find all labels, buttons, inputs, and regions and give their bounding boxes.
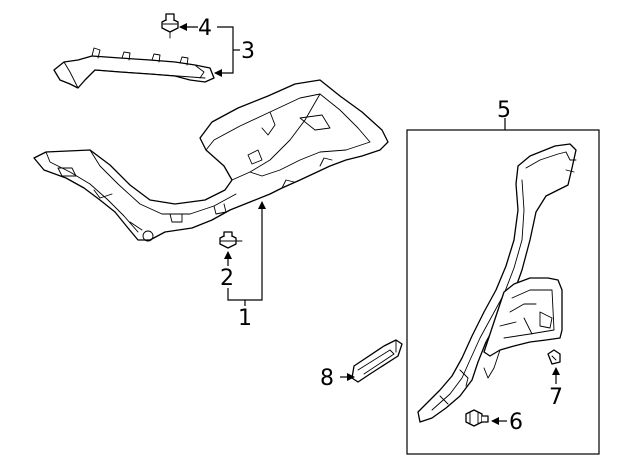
callout-6: 6 bbox=[509, 410, 523, 435]
part-6-clip-icon bbox=[465, 409, 489, 427]
part-1-quarter-trim-panel bbox=[33, 79, 389, 242]
callout-5: 5 bbox=[497, 98, 511, 123]
callout-2: 2 bbox=[220, 266, 234, 291]
callout-3: 3 bbox=[241, 39, 255, 64]
leader-lines bbox=[179, 23, 560, 425]
part-8-trim-piece bbox=[351, 339, 403, 383]
part-3-upper-trim-strip bbox=[53, 47, 215, 89]
part-7-clip-icon bbox=[547, 349, 561, 365]
callout-7: 7 bbox=[549, 385, 563, 410]
part-2-clip-icon bbox=[219, 231, 243, 249]
callout-4: 4 bbox=[198, 16, 212, 41]
part-4-clip-icon bbox=[161, 13, 179, 39]
part-5-group-box bbox=[406, 129, 600, 455]
part-5-pillar-trim bbox=[417, 143, 577, 423]
callout-1: 1 bbox=[238, 306, 252, 331]
callout-8: 8 bbox=[320, 366, 334, 391]
